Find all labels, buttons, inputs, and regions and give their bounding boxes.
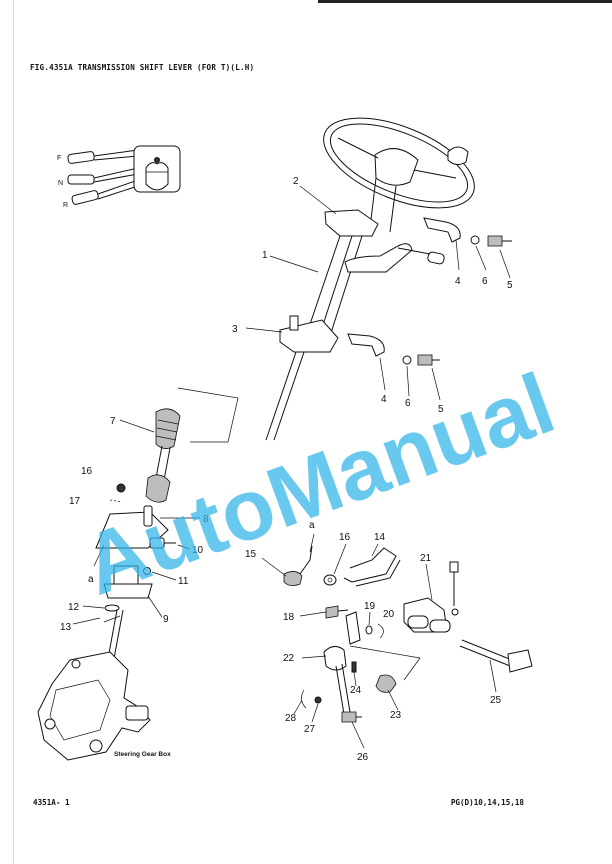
callout-16-left: 16 — [81, 466, 93, 477]
callout-26: 26 — [357, 752, 369, 763]
callout-28: 28 — [285, 713, 297, 724]
upper-bracket-hardware — [347, 217, 512, 366]
callout-17: 17 — [69, 496, 81, 507]
callout-5-upper: 5 — [507, 280, 513, 291]
callout-7: 7 — [110, 416, 116, 427]
callout-23: 23 — [390, 710, 402, 721]
callout-16-right: 16 — [339, 532, 351, 543]
callout-12: 12 — [68, 602, 80, 613]
shift-pos-r: R — [63, 202, 68, 209]
callout-18: 18 — [283, 612, 295, 623]
steering-gear-box — [37, 651, 151, 761]
outline-reference — [177, 387, 239, 443]
callout-25: 25 — [490, 695, 502, 706]
callout-22: 22 — [283, 653, 295, 664]
callout-20: 20 — [383, 609, 395, 620]
callout-9: 9 — [163, 614, 169, 625]
callout-6-upper: 6 — [482, 276, 488, 287]
callout-6-lower: 6 — [405, 398, 411, 409]
ref-mark-a-right: a — [309, 520, 315, 531]
model-applicability: PG(D)10,14,15,18 — [450, 798, 524, 807]
callout-5-lower: 5 — [438, 404, 444, 415]
ref-mark-a-left: a — [88, 574, 94, 585]
leader-lines — [72, 185, 511, 749]
steering-gear-box-caption: Steering Gear Box — [114, 751, 171, 758]
universal-joint-shaft — [109, 408, 181, 503]
callout-4-upper: 4 — [455, 276, 461, 287]
callout-13: 13 — [60, 622, 72, 633]
top-border-bar — [318, 0, 612, 3]
callout-24: 24 — [350, 685, 362, 696]
linkage-assembly — [283, 545, 533, 723]
callout-4-lower: 4 — [381, 394, 387, 405]
steering-column — [265, 209, 445, 441]
callout-1: 1 — [262, 250, 268, 261]
shift-pos-n: N — [58, 180, 63, 187]
callout-numbers: 2 1 3 4 6 5 4 6 5 7 16 17 8 10 11 9 12 1… — [60, 176, 513, 763]
watermark-text: AutoManual — [71, 355, 566, 614]
steering-wheel — [323, 117, 475, 233]
callout-19: 19 — [364, 601, 376, 612]
callout-1-2: 2 — [293, 176, 299, 187]
callout-27: 27 — [304, 724, 316, 735]
shift-pattern-inset: F N R — [57, 145, 181, 209]
page-code: 4351A- 1 — [33, 798, 70, 807]
callout-15: 15 — [245, 549, 257, 560]
watermark: AutoManual — [71, 355, 566, 614]
shift-pos-f: F — [57, 155, 61, 162]
figure-title: FIG.4351A TRANSMISSION SHIFT LEVER (FOR … — [30, 63, 255, 72]
callout-11: 11 — [178, 576, 189, 587]
page-edge-line — [13, 0, 14, 864]
callout-3: 3 — [232, 324, 238, 335]
callout-21: 21 — [420, 553, 432, 564]
callout-8: 8 — [203, 514, 209, 525]
callout-14: 14 — [374, 532, 386, 543]
callout-10: 10 — [192, 545, 204, 556]
